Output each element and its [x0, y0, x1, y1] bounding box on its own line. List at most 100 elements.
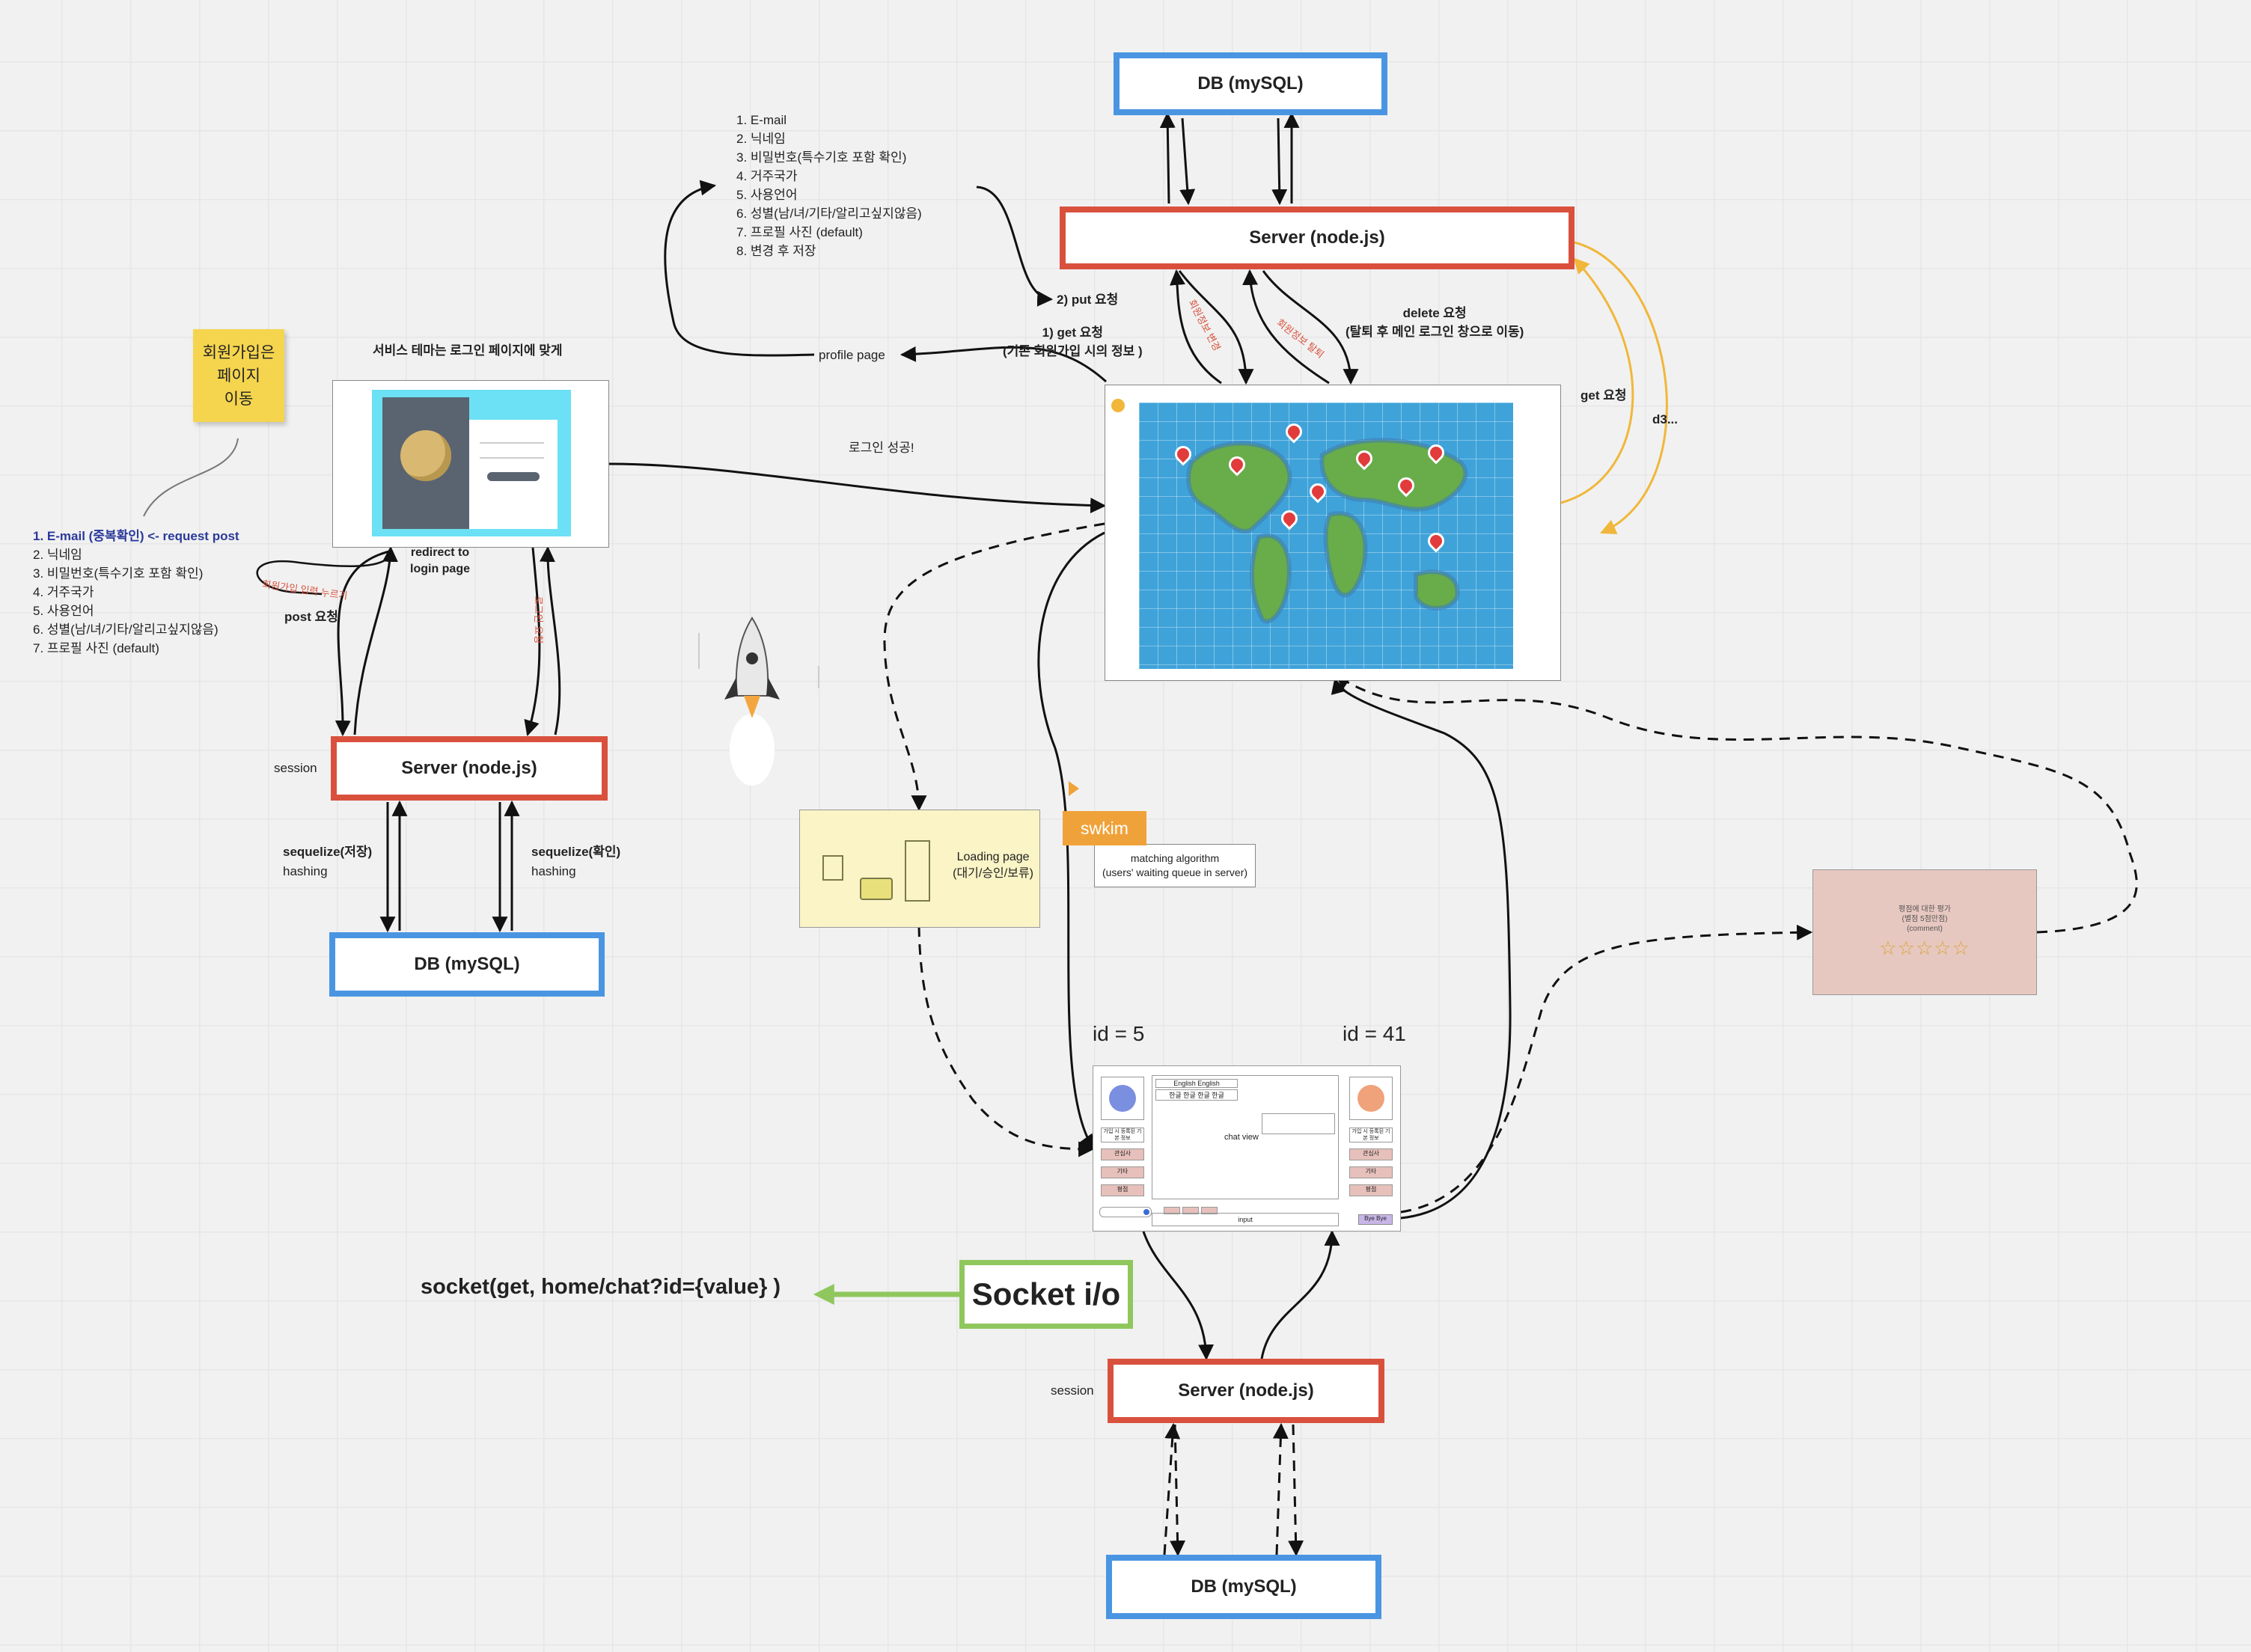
matching-line-2: (users' waiting queue in server) [1102, 866, 1248, 878]
left-session-label: session [274, 761, 317, 775]
loading-line-1: Loading page [956, 851, 1030, 863]
chat-bubble-korean: 한글 한글 한글 한글 [1155, 1089, 1238, 1101]
rating-review-card: 평점에 대한 평가 (별점 5점만점) (comment) ☆☆☆☆☆ [1812, 869, 2037, 995]
bottom-server-label: Server (node.js) [1178, 1380, 1314, 1401]
list-item: 7. 프로필 사진 (default) [33, 641, 159, 655]
hashing-right-label: hashing [531, 864, 576, 878]
user-avatar-icon [1111, 399, 1125, 412]
socket-io-box: Socket i/o [959, 1260, 1133, 1329]
list-item: 8. 변경 후 저장 [736, 244, 816, 258]
sticky-line: 페이지 [217, 367, 260, 385]
cursor-icon [1069, 781, 1079, 796]
redirect-label: redirect to login page [410, 545, 470, 578]
list-item: 4. 거주국가 [33, 585, 94, 599]
get-request-line-1: 1) get 요청 [1042, 325, 1103, 340]
login-success-label: 로그인 성공! [849, 441, 914, 455]
profile-field-list: 1. E-mail 2. 닉네임 3. 비밀번호(특수기호 포함 확인) 4. … [736, 111, 922, 260]
rocket-icon [724, 617, 780, 786]
world-map [1139, 403, 1513, 669]
list-item: 6. 성별(남/녀/기타/알리고싶지않음) [736, 206, 922, 221]
moon-icon [400, 430, 451, 481]
socket-call-label: socket(get, home/chat?id={value} ) [421, 1275, 781, 1299]
loading-line-2: (대기/승인/보류) [953, 867, 1033, 880]
top-server-box: Server (node.js) [1060, 206, 1575, 269]
sticky-line: 회원가입은 [202, 343, 275, 361]
delete-request-line-2: (탈퇴 후 메인 로그인 창으로 이동) [1346, 325, 1524, 339]
get-request-line-2: (기존 회원가입 시의 정보 ) [1003, 344, 1143, 358]
redirect-line-1: redirect to [410, 546, 470, 559]
avatar-left [1109, 1085, 1136, 1112]
list-item: 5. 사용언어 [736, 188, 798, 202]
put-request-label: 2) put 요청 [1057, 293, 1119, 307]
list-item: 6. 성별(남/녀/기타/알리고싶지않음) [33, 622, 219, 637]
waiting-room-icon [815, 833, 942, 908]
continents-icon [1186, 438, 1468, 624]
review-line-3: (comment) [1907, 925, 1943, 933]
profile-page-label: profile page [819, 348, 885, 362]
chat-side-right-1[interactable]: 관심사 [1349, 1148, 1393, 1160]
list-item: 1. E-mail [736, 113, 787, 127]
list-item: 2. 닉네임 [736, 132, 786, 146]
chat-side-right-3[interactable]: 평점 [1349, 1184, 1393, 1196]
signup-field-list: 1. E-mail (중복확인) <- request post 2. 닉네임 … [33, 527, 239, 658]
sequelize-check-label: sequelize(확인) [531, 845, 621, 859]
id-right-label: id = 41 [1343, 1022, 1406, 1045]
top-server-label: Server (node.js) [1249, 227, 1385, 248]
sticky-note: 회원가입은 페이지 이동 [193, 329, 284, 422]
delete-request-label: delete 요청 (탈퇴 후 메인 로그인 창으로 이동) [1346, 304, 1524, 341]
list-item: 5. 사용언어 [33, 604, 94, 618]
chat-user-info-left: 가입 시 등록된 기본 정보 [1101, 1128, 1144, 1142]
bottom-session-label: session [1051, 1383, 1094, 1398]
world-map-page [1105, 385, 1561, 681]
list-item: 2. 닉네임 [33, 548, 82, 562]
loading-label: Loading page (대기/승인/보류) [953, 849, 1033, 882]
matching-algorithm-note: matching algorithm (users' waiting queue… [1094, 844, 1256, 887]
chat-toggle[interactable] [1099, 1207, 1152, 1217]
list-item: 3. 비밀번호(특수기호 포함 확인) [736, 150, 907, 165]
left-server-box: Server (node.js) [331, 736, 608, 801]
top-db-box: DB (mySQL) [1114, 52, 1387, 115]
login-button-mock [487, 472, 540, 481]
delete-request-line-1: delete 요청 [1402, 306, 1467, 320]
login-theme-note: 서비스 테마는 로그인 페이지에 맞게 [373, 343, 563, 358]
bottom-db-box: DB (mySQL) [1106, 1555, 1381, 1619]
list-item: 4. 거주국가 [736, 169, 798, 183]
chat-side-left-2[interactable]: 기타 [1101, 1166, 1144, 1178]
list-item: 3. 비밀번호(특수기호 포함 확인) [33, 566, 204, 581]
chat-bubble-english: English English [1155, 1079, 1238, 1088]
left-server-label: Server (node.js) [401, 758, 537, 778]
bye-button[interactable]: Bye Bye [1358, 1214, 1393, 1225]
redirect-line-2: login page [410, 563, 470, 575]
login-page-thumbnail [332, 380, 609, 548]
sequelize-save-label: sequelize(저장) [283, 845, 373, 859]
bottom-server-box: Server (node.js) [1108, 1359, 1384, 1423]
chat-side-left-1[interactable]: 관심사 [1101, 1148, 1144, 1160]
swkim-cursor-tag: swkim [1063, 811, 1146, 845]
chat-emoji-buttons[interactable] [1164, 1207, 1224, 1214]
bottom-db-label: DB (mySQL) [1191, 1576, 1297, 1597]
chat-input-field[interactable]: input [1152, 1213, 1339, 1226]
id-left-label: id = 5 [1093, 1022, 1145, 1045]
get-request-label: 1) get 요청 (기존 회원가입 시의 정보 ) [1003, 323, 1143, 361]
list-item: 7. 프로필 사진 (default) [736, 225, 863, 239]
d3-label: d3... [1652, 412, 1679, 426]
star-rating[interactable]: ☆☆☆☆☆ [1879, 937, 1970, 959]
chat-page: 가입 시 등록된 기본 정보 관심사 기타 평점 English English… [1093, 1065, 1401, 1232]
matching-line-1: matching algorithm [1130, 852, 1220, 864]
sticky-line: 이동 [224, 390, 254, 408]
avatar-right [1357, 1085, 1384, 1112]
chat-view-area: English English 한글 한글 한글 한글 chat view [1152, 1075, 1339, 1199]
chat-side-right-2[interactable]: 기타 [1349, 1166, 1393, 1178]
left-db-label: DB (mySQL) [414, 954, 520, 974]
list-item-email: 1. E-mail (중복확인) <- request post [33, 529, 239, 543]
chat-side-left-3[interactable]: 평점 [1101, 1184, 1144, 1196]
left-db-box: DB (mySQL) [329, 932, 605, 997]
loading-page-card: Loading page (대기/승인/보류) [799, 810, 1040, 928]
post-request-label: post 요청 [284, 610, 338, 624]
chat-view-label: chat view [1224, 1133, 1259, 1142]
review-line-1: 평점에 대한 평가 [1899, 905, 1951, 914]
hashing-left-label: hashing [283, 864, 328, 878]
review-line-2: (별점 5점만점) [1902, 915, 1948, 923]
get-request-right-label: get 요청 [1580, 388, 1627, 403]
